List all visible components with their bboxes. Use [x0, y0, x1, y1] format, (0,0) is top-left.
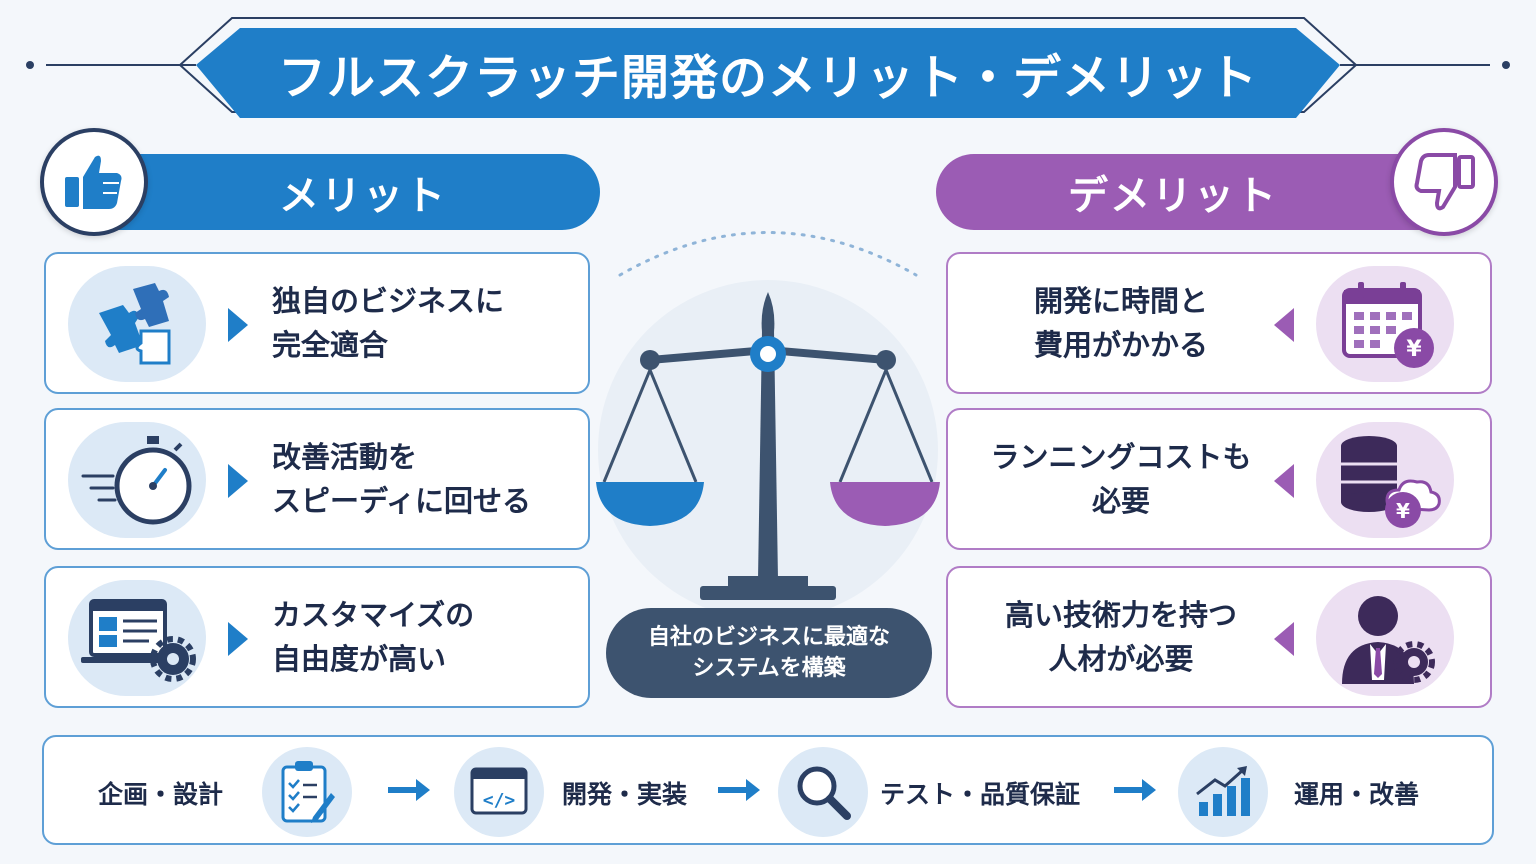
- arrow-right-icon: [228, 622, 248, 656]
- title-banner: [26, 17, 1510, 118]
- merit-card-3: カスタマイズの 自由度が高い: [44, 566, 590, 708]
- svg-text:¥: ¥: [1396, 499, 1410, 523]
- code-window-icon: </>: [454, 747, 544, 837]
- merit-text-3: カスタマイズの 自由度が高い: [272, 598, 475, 676]
- flow-arrow-icon: [388, 779, 430, 801]
- engineer-gear-icon: [1316, 580, 1454, 696]
- stopwatch-icon: [68, 422, 206, 538]
- merit-header: メリット: [96, 154, 600, 230]
- puzzle-icon: [68, 266, 206, 382]
- scale-caption: 自社のビジネスに最適な システムを構築: [606, 608, 932, 698]
- clipboard-checklist-icon: [262, 747, 352, 837]
- demerit-text-3: 高い技術力を持つ 人材が必要: [1004, 598, 1237, 676]
- arrow-left-icon: [1274, 464, 1294, 498]
- demerit-card-2: ランニングコストも 必要 ¥: [946, 408, 1492, 550]
- page-title: フルスクラッチ開発のメリット・デメリット: [277, 50, 1258, 106]
- thumbs-down-icon: [1390, 128, 1498, 236]
- step-label-test: テスト・品質保証: [880, 780, 1081, 809]
- calendar-yen-icon: ¥: [1316, 266, 1454, 382]
- magnifier-icon: [778, 747, 868, 837]
- demerit-header: デメリット: [936, 154, 1440, 230]
- merit-card-1: 独自のビジネスに 完全適合: [44, 252, 590, 394]
- arrow-right-icon: [228, 308, 248, 342]
- merit-text-2: 改善活動を スピーディに回せる: [272, 440, 531, 518]
- flow-arrow-icon: [718, 779, 760, 801]
- svg-text:¥: ¥: [1406, 337, 1422, 362]
- thumbs-up-icon: [40, 128, 148, 236]
- step-label-plan: 企画・設計: [98, 780, 224, 809]
- laptop-gear-icon: [68, 580, 206, 696]
- demerit-text-2: ランニングコストも 必要: [990, 440, 1252, 518]
- database-cloud-yen-icon: ¥: [1316, 422, 1454, 538]
- merit-card-2: 改善活動を スピーディに回せる: [44, 408, 590, 550]
- growth-chart-icon: [1178, 747, 1268, 837]
- arrow-right-icon: [228, 464, 248, 498]
- arrow-left-icon: [1274, 308, 1294, 342]
- demerit-card-1: 開発に時間と 費用がかかる ¥: [946, 252, 1492, 394]
- svg-text:</>: </>: [483, 790, 516, 811]
- arrow-left-icon: [1274, 622, 1294, 656]
- step-label-develop: 開発・実装: [562, 780, 688, 809]
- demerit-card-3: 高い技術力を持つ 人材が必要: [946, 566, 1492, 708]
- flow-arrow-icon: [1114, 779, 1156, 801]
- balance-scale-icon: [596, 231, 940, 620]
- merit-text-1: 独自のビジネスに 完全適合: [272, 284, 505, 362]
- process-flow: 企画・設計 </> 開発・実装 テスト・品質保証: [42, 735, 1494, 845]
- step-label-operate: 運用・改善: [1294, 780, 1420, 809]
- demerit-text-1: 開発に時間と 費用がかかる: [1033, 284, 1208, 362]
